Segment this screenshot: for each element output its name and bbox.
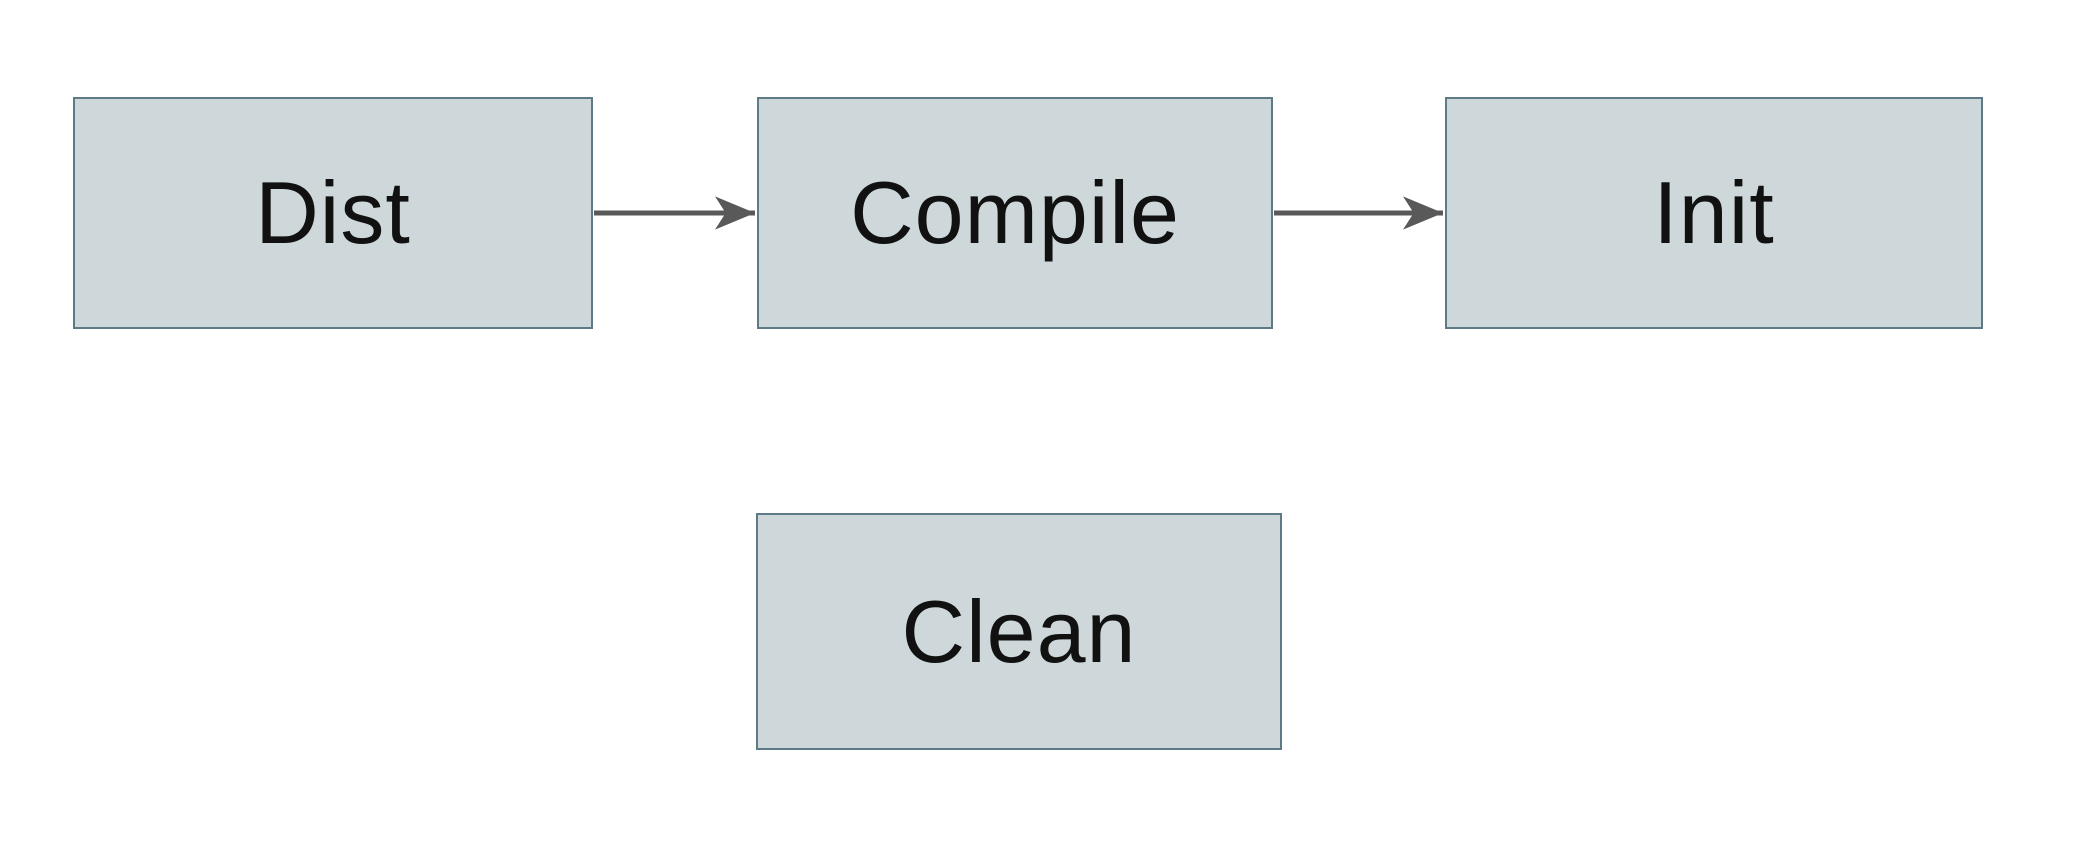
node-clean[interactable]: Clean	[756, 513, 1282, 750]
node-clean-label: Clean	[901, 581, 1137, 681]
node-init-label: Init	[1653, 163, 1775, 262]
node-dist[interactable]: Dist	[73, 97, 593, 329]
node-dist-label: Dist	[255, 163, 411, 262]
node-init[interactable]: Init	[1445, 97, 1983, 329]
node-compile[interactable]: Compile	[757, 97, 1273, 329]
node-compile-label: Compile	[850, 163, 1180, 262]
